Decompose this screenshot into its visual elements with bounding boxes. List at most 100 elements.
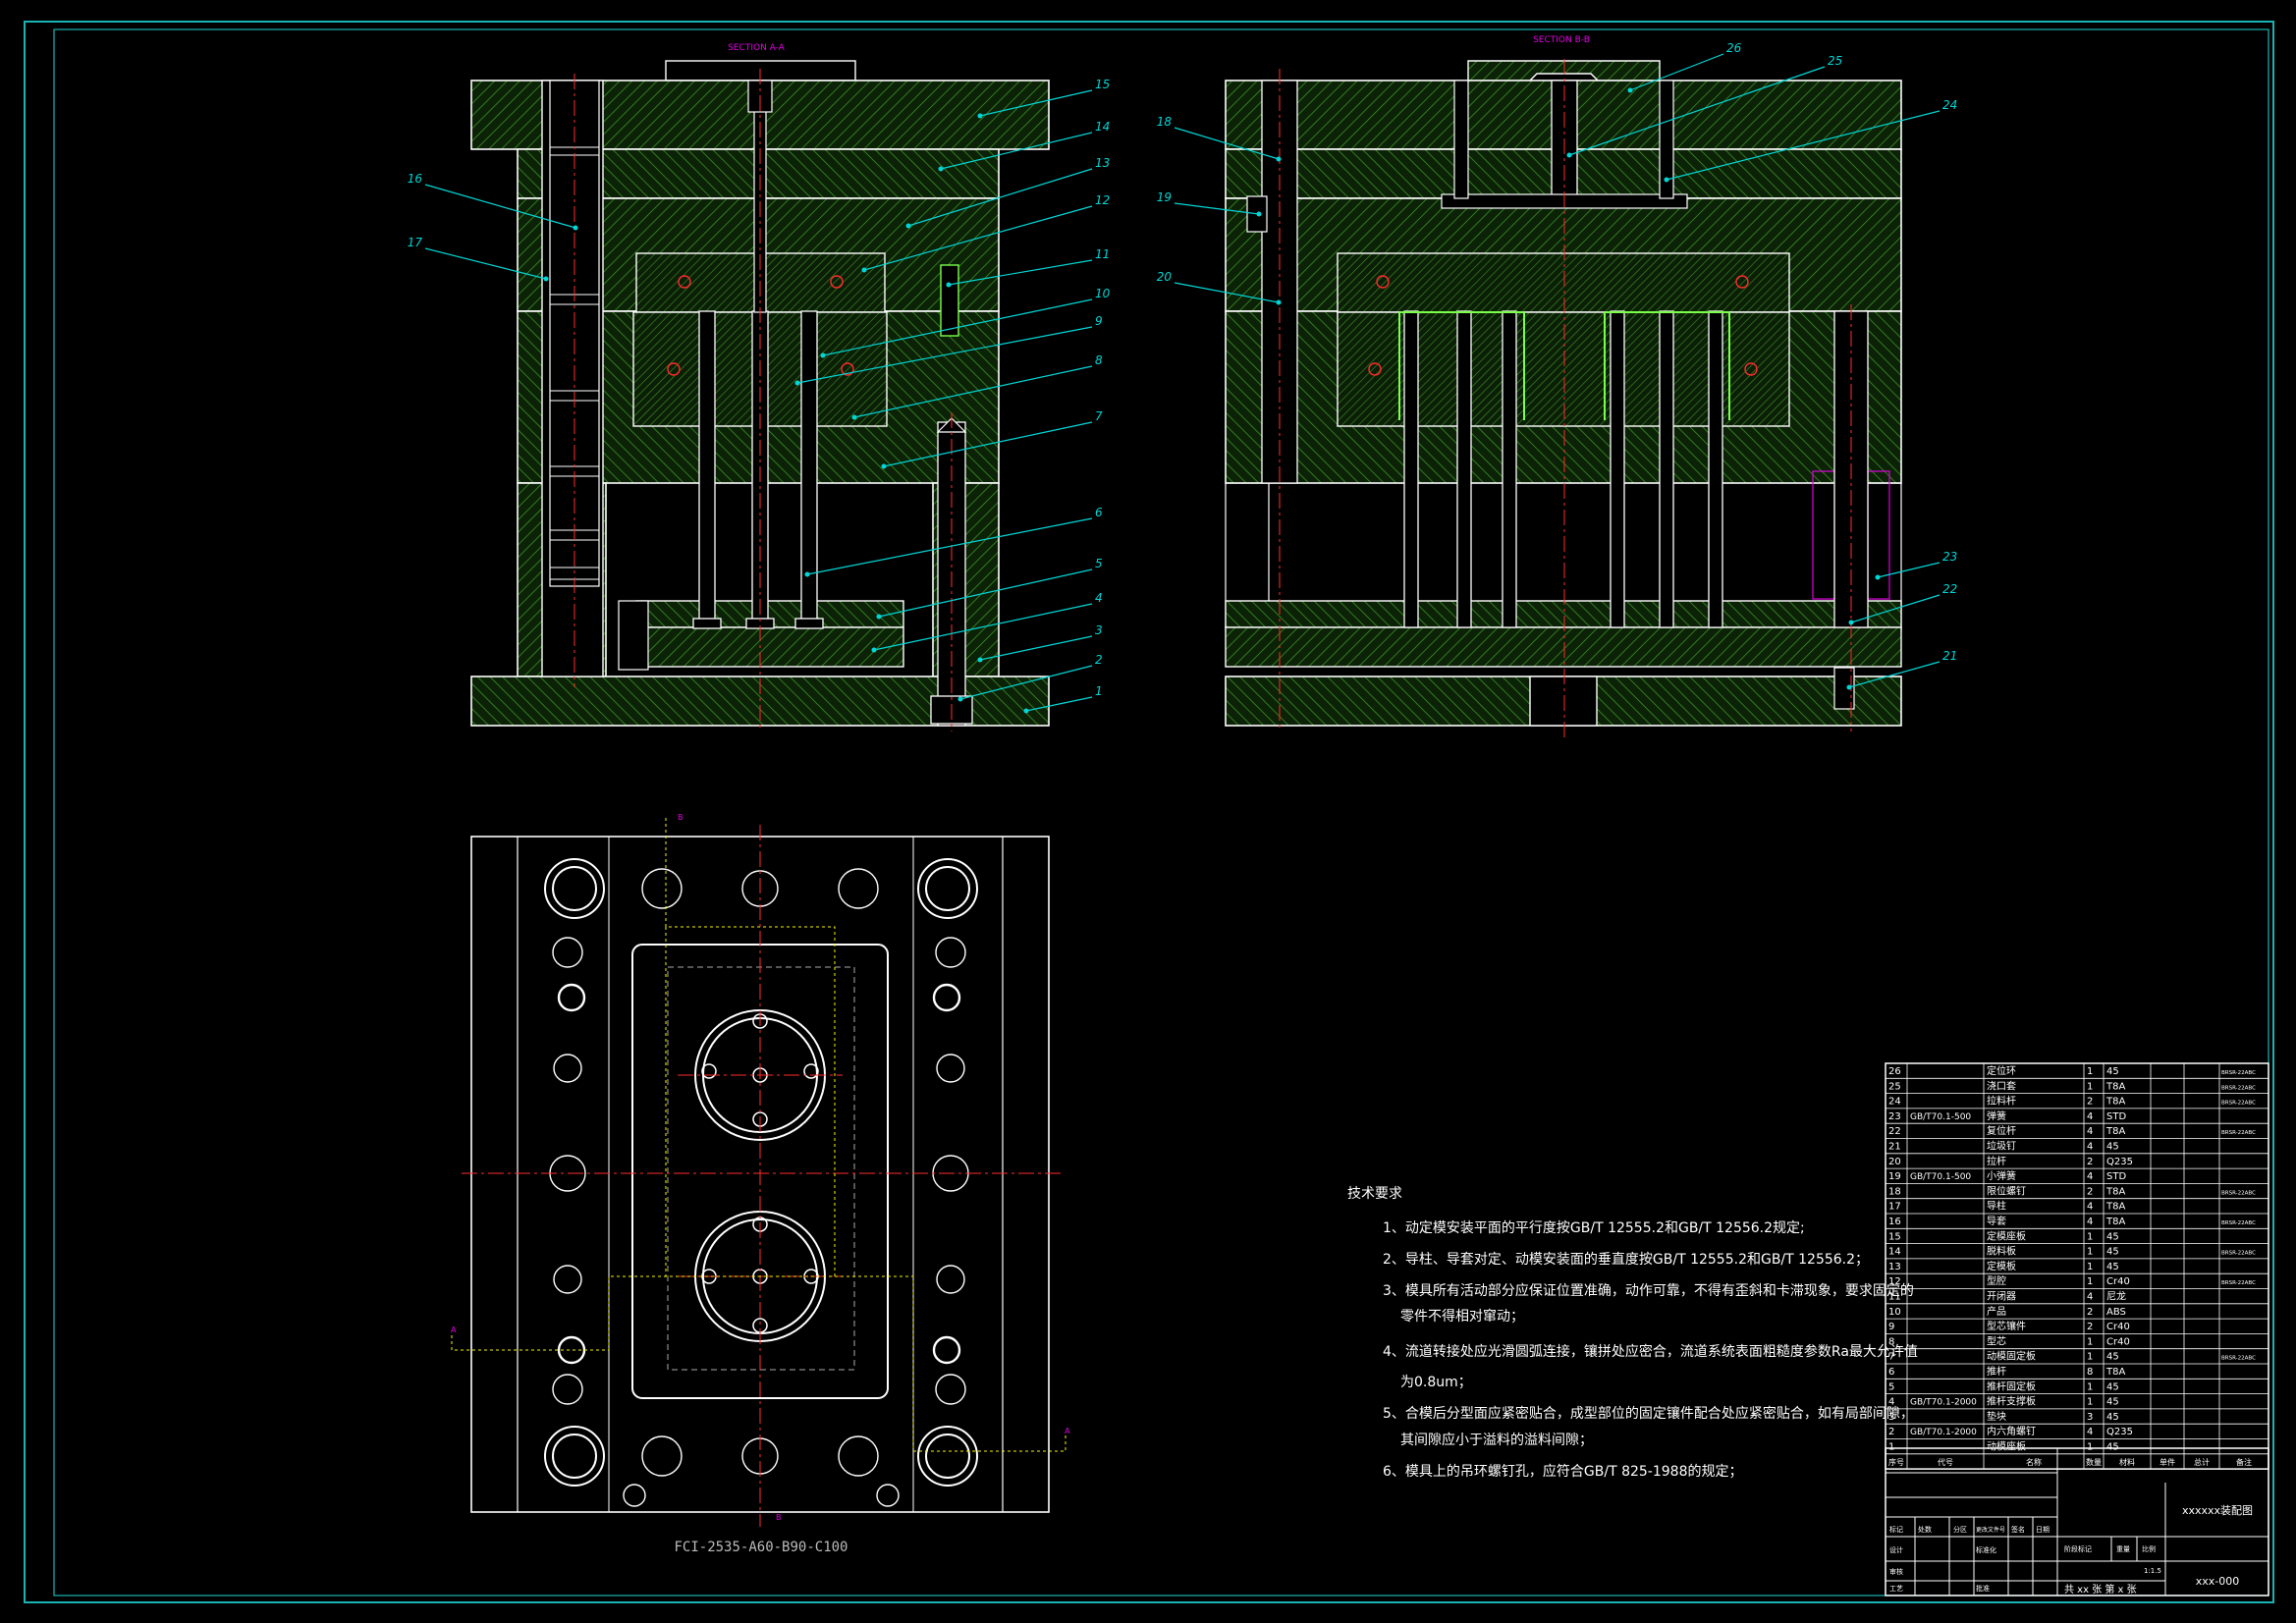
callout-dot (1023, 708, 1029, 714)
plan-return-pins (557, 983, 961, 1365)
bom-cell: 10 (1888, 1307, 1901, 1318)
bom-cell: 2 (2087, 1157, 2093, 1167)
notes-line-6: 为0.8um； (1400, 1375, 1472, 1390)
callout-leader (1629, 53, 1724, 91)
callout-leader (1025, 696, 1093, 712)
bom-cell: Cr40 (2106, 1336, 2130, 1347)
callout-number: 9 (1095, 314, 1103, 328)
callout-13: 13 (905, 156, 1110, 229)
callout-leader (979, 89, 1093, 117)
notes-title: 技术要求 (1347, 1186, 1402, 1202)
callout-dot (1627, 87, 1633, 93)
bom-cell: 定模座板 (1987, 1229, 2026, 1242)
callout-dot (1256, 211, 1262, 217)
callout-1: 1 (1023, 684, 1103, 714)
bom-cell: 垃圾钉 (1987, 1140, 2016, 1153)
notes-line-5: 4、流道转接处应光滑圆弧连接，镶拼处应密合，流道系统表面粗糙度参数Ra最大允许值 (1383, 1343, 1918, 1360)
bom-cell: 垫块 (1987, 1410, 2006, 1423)
bom-cell: 4 (2087, 1202, 2093, 1213)
ejector-pins-a (692, 310, 824, 629)
bom-cell: 推杆 (1987, 1365, 2006, 1378)
technical-notes: 技术要求 1、动定模安装平面的平行度按GB/T 12555.2和GB/T 125… (1347, 1186, 1918, 1480)
bom-cell: 4 (2087, 1217, 2093, 1227)
bom-cell: 导柱 (1987, 1200, 2006, 1213)
bom-cell: 16 (1888, 1217, 1901, 1227)
callout-dot (1848, 620, 1854, 625)
callout-dot (1875, 574, 1881, 580)
callout-dot (573, 225, 578, 231)
bom-remark: BRSR-22ABC (2221, 1101, 2256, 1107)
callout-leader (1174, 282, 1280, 303)
bom-cell: 45 (2106, 1142, 2119, 1153)
bom-cell: 9 (1888, 1322, 1894, 1332)
ejector-retainer-b (1225, 600, 1902, 628)
bom-cell: 45 (2106, 1412, 2119, 1423)
notes-line-8: 其间隙应小于溢料的溢料间隙； (1400, 1432, 1593, 1448)
callout-8: 8 (851, 353, 1103, 420)
bom-header-cell: 总计 (2194, 1457, 2210, 1467)
bom-remark: BRSR-22ABC (2221, 1220, 2256, 1226)
bom-cell: 45 (2106, 1247, 2119, 1258)
callout-number: 22 (1942, 582, 1957, 596)
callout-16: 16 (408, 172, 578, 231)
bom-cell: 4 (2087, 1171, 2093, 1182)
bom-cell: 22 (1888, 1126, 1901, 1137)
callout-11: 11 (946, 247, 1110, 288)
bom-cell: ABS (2106, 1307, 2126, 1318)
bom-cell: 4 (2087, 1142, 2093, 1153)
tb-label-standard: 标准化 (1976, 1545, 1996, 1554)
callout-number: 13 (1095, 156, 1110, 170)
section-marker-b-bottom: B (776, 1513, 782, 1522)
section-marker-b-top: B (678, 813, 683, 822)
callout-leader (1666, 110, 1941, 181)
bom-cell: 19 (1888, 1171, 1901, 1182)
callout-number: 2 (1095, 653, 1103, 667)
tb-label-process: 工艺 (1889, 1585, 1903, 1593)
bom-cell: 4 (2087, 1427, 2093, 1437)
callout-dot (1276, 156, 1282, 162)
plan-view: B A A B FCI-2535-A60-B90-C100 (451, 813, 1070, 1555)
bom-cell: 开闭器 (1987, 1290, 2016, 1303)
bom-cell: STD (2106, 1111, 2126, 1122)
notes-line-9: 6、模具上的吊环螺钉孔，应符合GB/T 825-1988的规定； (1383, 1463, 1742, 1480)
notes-line-4: 零件不得相对窜动； (1400, 1308, 1524, 1325)
bom-cell: 定位环 (1987, 1064, 2016, 1077)
bom-cell: 13 (1888, 1262, 1901, 1272)
bom-cell: 20 (1888, 1157, 1901, 1167)
callout-dot (876, 614, 882, 620)
bom-cell: 45 (2106, 1381, 2119, 1392)
plan-designation: FCI-2535-A60-B90-C100 (674, 1540, 847, 1555)
bom-cell: STD (2106, 1171, 2126, 1182)
callout-dot (881, 463, 887, 469)
bom-cell: 3 (2087, 1412, 2093, 1423)
bom-remark: BRSR-22ABC (2221, 1085, 2256, 1091)
bom-remark: BRSR-22ABC (2221, 1251, 2256, 1257)
ejector-pins-b (1403, 310, 1723, 628)
bom-header-cell: 名称 (2026, 1457, 2042, 1467)
callout-5: 5 (876, 557, 1103, 620)
outer-border (24, 21, 2274, 1603)
bom-cell: 1 (2087, 1381, 2093, 1392)
bom-cell: 5 (1888, 1381, 1894, 1392)
cooling-holes-b (1368, 275, 1758, 376)
callout-dot (871, 647, 877, 653)
tb-weight-label: 重量 (2116, 1545, 2130, 1553)
bom-cell: 推杆支撑板 (1987, 1395, 2036, 1408)
bom-cell: 小弹簧 (1987, 1169, 2016, 1182)
callout-number: 23 (1942, 550, 1957, 564)
bom-cell: 推杆固定板 (1987, 1380, 2036, 1392)
bom-cell: 1 (2087, 1397, 2093, 1408)
callout-leader (1850, 594, 1941, 623)
bom-cell: 定模板 (1987, 1260, 2016, 1272)
bom-cell: 1 (1888, 1442, 1894, 1453)
bom-cell: 14 (1888, 1247, 1901, 1258)
callout-number: 5 (1095, 557, 1103, 570)
callout-dot (1664, 177, 1669, 183)
